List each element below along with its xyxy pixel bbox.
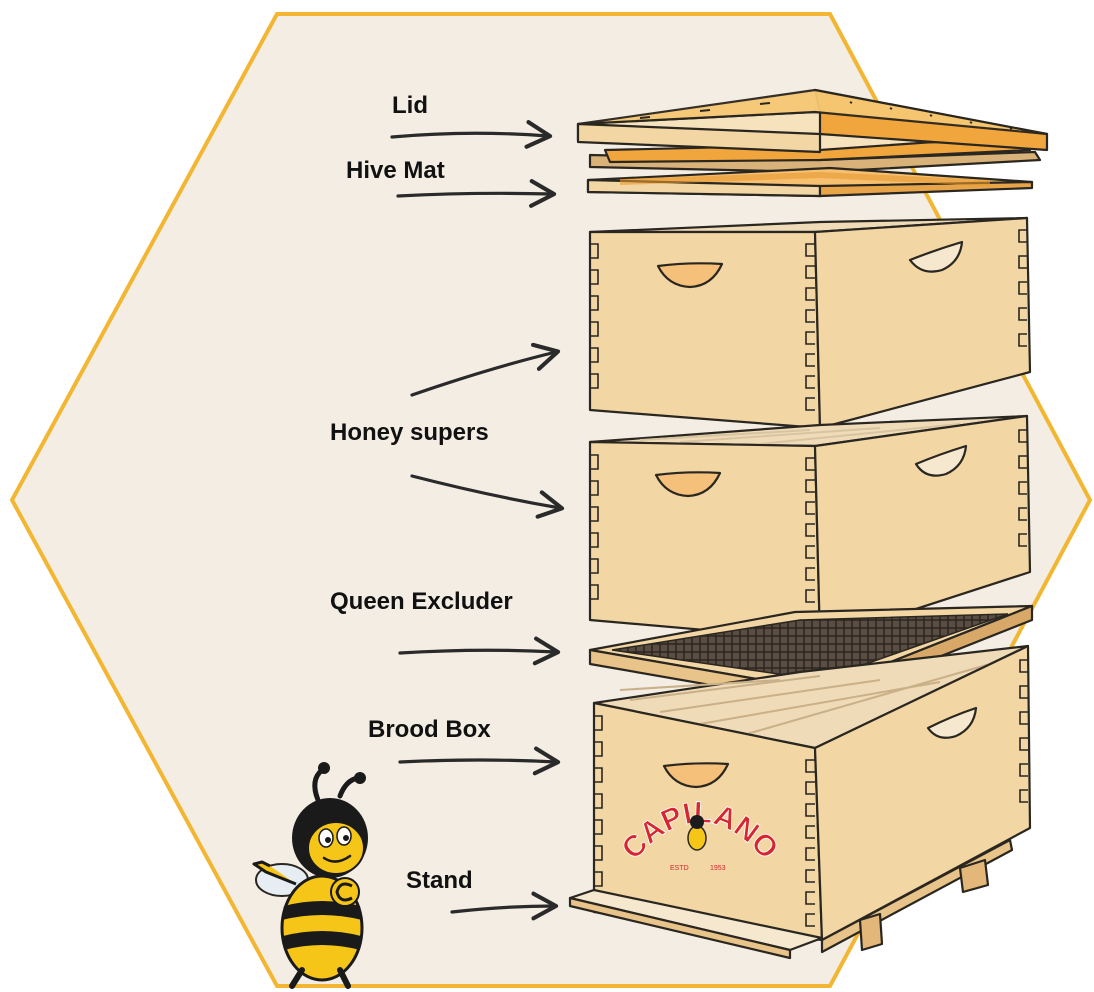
label-hive-mat: Hive Mat xyxy=(346,157,445,184)
logo-estd: ESTD xyxy=(670,865,689,872)
logo-year: 1953 xyxy=(710,865,726,872)
label-brood-box: Brood Box xyxy=(368,716,491,743)
label-stand: Stand xyxy=(406,867,473,894)
label-honey-supers: Honey supers xyxy=(330,419,489,446)
label-lid: Lid xyxy=(392,92,428,119)
label-queen-excluder: Queen Excluder xyxy=(330,588,513,615)
